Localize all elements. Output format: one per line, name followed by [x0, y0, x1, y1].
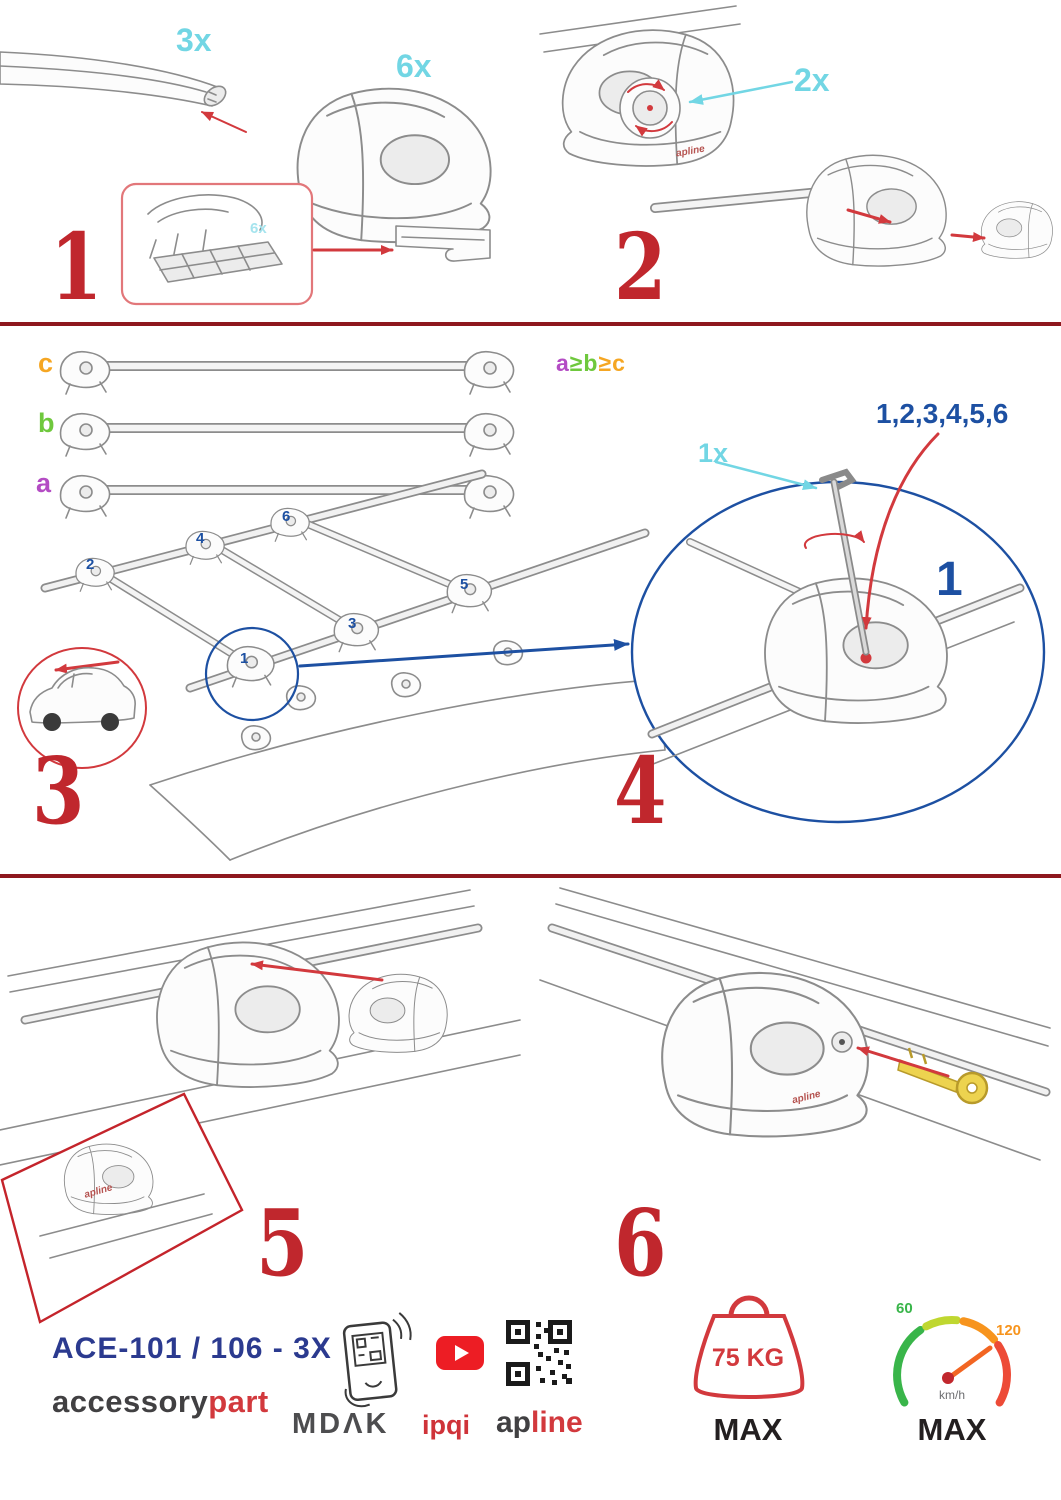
pad-detail-inset: [120, 182, 314, 306]
position-1-highlight-circle: [204, 626, 300, 722]
key-icon: [897, 1047, 989, 1105]
foot-quantity-label: 6x: [396, 48, 432, 84]
lock-key-illustration: [539, 887, 1051, 1161]
rule-ge1: ≥: [569, 350, 584, 376]
crossbar-b-illustration: [59, 412, 515, 457]
brand-ap: ap: [496, 1406, 532, 1439]
bar-insert-illustration: [650, 154, 1053, 267]
position-label-1: 1: [240, 650, 249, 667]
speedometer-icon: [893, 1315, 1011, 1407]
car-direction-inset: [17, 647, 147, 769]
position-label-4: 4: [196, 530, 205, 547]
zoom-detail-illustration: [630, 432, 1046, 824]
section-divider: [0, 874, 1061, 878]
crossbar-illustration: [0, 51, 227, 107]
foot-illustration: [296, 87, 492, 262]
zoom-arrow: [298, 638, 630, 668]
step-3-numeral: 3: [32, 737, 85, 845]
position-label-3: 3: [348, 615, 357, 632]
step-5-numeral: 5: [256, 1189, 309, 1297]
mdak-logo: MDΛK: [292, 1408, 390, 1440]
step-5-6-illustrations: [0, 887, 1051, 1408]
speed-high-label: 120: [996, 1322, 1022, 1339]
apline-logo: apline: [496, 1406, 583, 1440]
tool-quantity-label: 1x: [698, 438, 729, 468]
crossbar-c-illustration: [59, 350, 515, 395]
weight-limit-value: 75 KG: [711, 1344, 785, 1372]
bar-quantity-label: 3x: [176, 22, 212, 58]
position-label-2: 2: [86, 556, 95, 573]
tighten-sequence-label: 1,2,3,4,5,6: [876, 398, 1009, 429]
brand-line: line: [531, 1406, 583, 1439]
bar-a-label: a: [36, 468, 52, 498]
step-1-numeral: 1: [50, 213, 103, 321]
cover-install-illustration: [0, 889, 521, 1324]
bar-b-label: b: [38, 408, 55, 438]
brand-accessory: accessory: [52, 1384, 209, 1419]
ipqi-logo: ipqi: [422, 1410, 470, 1440]
step-6-numeral: 6: [614, 1189, 667, 1297]
model-code: ACE-101 / 106 - 3X: [52, 1332, 332, 1365]
rule-c: c: [612, 350, 626, 376]
tool-qty-arrow: [714, 460, 818, 491]
rule-ge2: ≥: [598, 350, 613, 376]
rotate-arrow: [803, 530, 865, 549]
roof-mounting-illustration: [40, 469, 666, 861]
brand-part: part: [208, 1384, 269, 1419]
position-label-5: 5: [460, 576, 469, 593]
speed-unit-label: km/h: [938, 1388, 965, 1402]
qr-code-icon: [506, 1320, 572, 1386]
rule-a: a: [556, 350, 570, 376]
speed-max-label: MAX: [917, 1412, 987, 1447]
rule-b: b: [583, 350, 599, 376]
knob-foot-illustration: [539, 5, 741, 167]
sequence-arrow: [861, 432, 940, 630]
size-rule-label: a≥b≥c: [556, 350, 626, 377]
youtube-icon: [436, 1336, 484, 1370]
knob-qty-arrow: [688, 80, 794, 105]
step-4-numeral: 4: [614, 737, 667, 845]
bar-c-label: c: [38, 348, 54, 378]
position-label-6: 6: [282, 508, 291, 525]
knob-quantity-label: 2x: [794, 62, 830, 98]
start-position-label: 1: [936, 553, 963, 606]
step-2-numeral: 2: [614, 213, 667, 321]
accessorypart-logo: accessorypart: [52, 1384, 269, 1420]
step-1-2-illustrations: [0, 5, 1053, 306]
phone-qr-scan-icon: [342, 1312, 412, 1408]
weight-max-label: MAX: [713, 1412, 783, 1447]
pad-quantity-label: 6x: [250, 220, 267, 237]
section-divider: [0, 322, 1061, 326]
weight-max-icon: [693, 1295, 805, 1399]
bar-end-pointer-arrow: [201, 111, 247, 133]
step-3-4-illustrations: [17, 350, 1046, 861]
speed-low-label: 60: [896, 1300, 913, 1317]
